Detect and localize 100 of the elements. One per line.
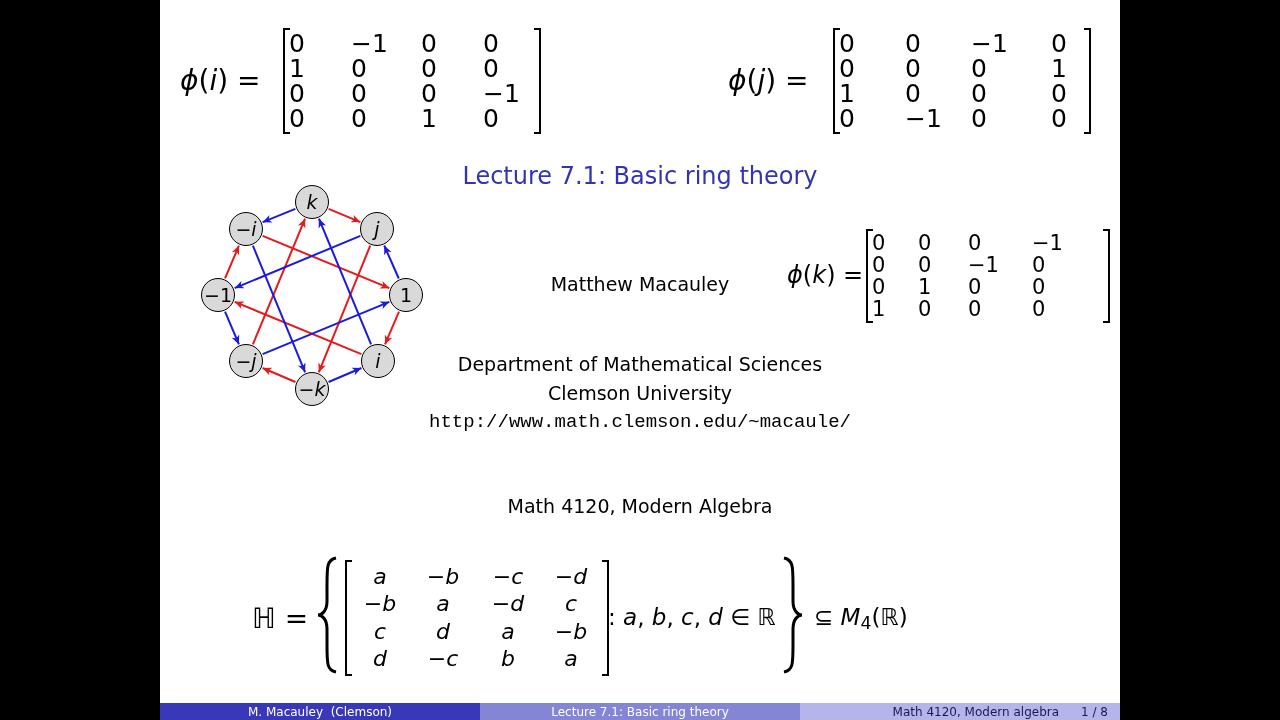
- arrow: [251, 217, 307, 346]
- matrix-entry: 0: [968, 276, 982, 298]
- matrix-entry: −c: [427, 648, 459, 671]
- matrix-entry: −1: [968, 254, 999, 276]
- matrix-entry: 0: [918, 298, 932, 320]
- matrix-entry: −1: [483, 81, 520, 106]
- matrix-entry: 0: [483, 31, 499, 56]
- matrix-entry: a: [436, 593, 450, 616]
- matrix-entry: −1: [971, 31, 1008, 56]
- matrix-entry: 0: [905, 81, 921, 106]
- matrix-entry: 0: [918, 232, 932, 254]
- matrix-entry: −d: [554, 565, 588, 588]
- arrow: [251, 244, 307, 374]
- matrix-entry: 1: [872, 298, 886, 320]
- matrix-entry: 0: [918, 254, 932, 276]
- matrix-entry: −c: [492, 565, 524, 588]
- node-label: 1: [399, 285, 413, 305]
- matrix-entry: 0: [872, 254, 886, 276]
- subset-expression: ⊆ M$_{4}$(ℝ): [814, 603, 908, 635]
- footer-course: Math 4120, Modern algebra: [892, 703, 1060, 720]
- matrix-entry: 0: [968, 232, 982, 254]
- node-label: k: [306, 192, 318, 212]
- matrix-entry: 1: [839, 81, 855, 106]
- matrix-entry: 0: [351, 56, 367, 81]
- matrix-entry: 0: [289, 31, 305, 56]
- matrix-entry: 0: [1051, 31, 1067, 56]
- matrix-entry: −d: [491, 593, 525, 616]
- matrix-entry: 0: [483, 106, 499, 131]
- department-name: Department of Mathematical Sciences: [457, 352, 823, 377]
- arrow: [384, 310, 400, 346]
- matrix-entry: 0: [905, 56, 921, 81]
- arrow: [261, 300, 391, 356]
- node-label: i: [375, 351, 381, 371]
- matrix-entry: 0: [971, 56, 987, 81]
- arrow: [327, 207, 362, 224]
- arrow: [383, 244, 400, 280]
- matrix-entry: a: [564, 648, 578, 671]
- matrix-entry: 1: [289, 56, 305, 81]
- matrix-entry: 0: [839, 31, 855, 56]
- node-label: −k: [298, 379, 326, 399]
- matrix-entry: a: [373, 565, 387, 588]
- matrix-entry: 0: [905, 31, 921, 56]
- matrix-entry: a: [501, 620, 515, 643]
- arrow: [233, 234, 362, 290]
- matrix-entry: 0: [971, 81, 987, 106]
- matrix-entry: 0: [421, 31, 437, 56]
- matrix-entry: 0: [839, 106, 855, 131]
- matrix-entry: c: [564, 593, 578, 616]
- node-label: j: [374, 219, 380, 239]
- matrix-entry: 0: [483, 56, 499, 81]
- matrix-entry: b: [501, 648, 515, 671]
- matrix-entry: 0: [1051, 106, 1067, 131]
- arrow: [261, 234, 391, 290]
- matrix-entry: 0: [289, 81, 305, 106]
- equation-lhs: ϕ(k) =: [787, 260, 864, 291]
- web-address: http://www.math.clemson.edu/~macaule/: [429, 410, 851, 435]
- arrow: [327, 367, 363, 383]
- university-name: Clemson University: [547, 381, 733, 406]
- matrix-entry: −1: [351, 31, 388, 56]
- arrow: [233, 300, 363, 356]
- matrix-entry: 0: [968, 298, 982, 320]
- matrix-entry: 0: [421, 56, 437, 81]
- equation-lhs: ϕ(i) =: [180, 63, 261, 99]
- matrix-entry: −b: [554, 620, 588, 643]
- matrix-entry: 0: [1032, 276, 1046, 298]
- matrix-entry: 1: [1051, 56, 1067, 81]
- slide-title: Lecture 7.1: Basic ring theory: [462, 161, 818, 192]
- matrix-entry: 0: [872, 276, 886, 298]
- equation-lhs: ϕ(j) =: [728, 63, 809, 99]
- matrix-entry: 0: [872, 232, 886, 254]
- arrow: [261, 207, 297, 224]
- arrow: [317, 244, 372, 374]
- matrix-entry: 0: [1032, 298, 1046, 320]
- matrix-entry: −1: [1032, 232, 1063, 254]
- page-number: 1 / 8: [1081, 703, 1108, 720]
- matrix-entry: 0: [421, 81, 437, 106]
- equation-lhs: ℍ =: [252, 601, 309, 637]
- matrix-entry: c: [373, 620, 387, 643]
- matrix-entry: d: [436, 620, 450, 643]
- matrix-entry: 0: [289, 106, 305, 131]
- arrow: [317, 217, 373, 346]
- matrix-entry: 0: [839, 56, 855, 81]
- node-label: −j: [235, 351, 257, 371]
- arrow: [224, 310, 240, 346]
- matrix-entry: −1: [905, 106, 942, 131]
- arrow: [261, 367, 297, 383]
- matrix-entry: −b: [363, 593, 397, 616]
- node-label: −i: [235, 219, 257, 239]
- matrix-entry: −b: [426, 565, 460, 588]
- node-label: −1: [204, 285, 232, 305]
- set-condition: : a, b, c, d ∈ ℝ: [608, 603, 776, 632]
- matrix-entry: 1: [421, 106, 437, 131]
- matrix-entry: d: [373, 648, 387, 671]
- matrix-entry: 0: [971, 106, 987, 131]
- author-name: Matthew Macauley: [550, 272, 730, 297]
- matrix-entry: 0: [1051, 81, 1067, 106]
- matrix-entry: 0: [351, 106, 367, 131]
- footer-title: Lecture 7.1: Basic ring theory: [551, 703, 729, 720]
- matrix-entry: 1: [918, 276, 932, 298]
- course-name: Math 4120, Modern Algebra: [507, 494, 773, 519]
